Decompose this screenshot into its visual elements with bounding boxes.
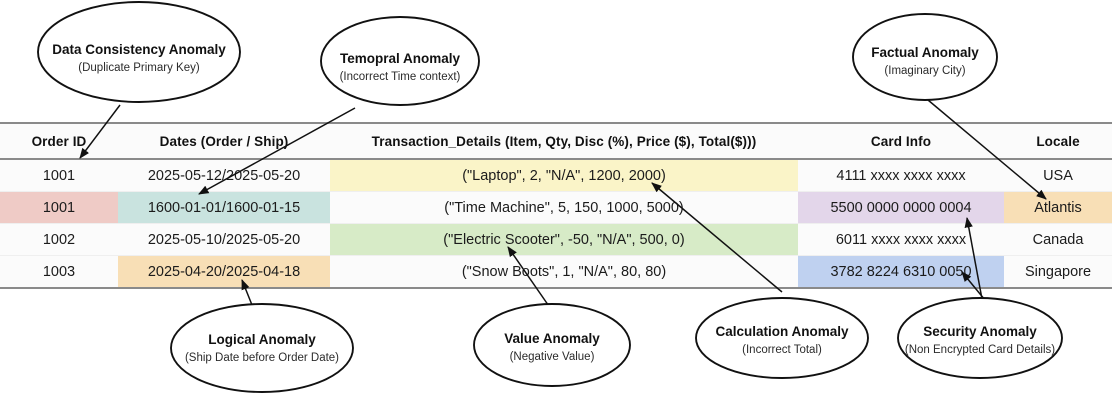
table-row: 1001 1600-01-01/1600-01-15 ("Time Machin… [0, 191, 1112, 224]
cell-dates: 2025-05-10/2025-05-20 [118, 223, 330, 256]
annotation-title: Factual Anomaly [871, 45, 979, 60]
cell-card-info: 3782 8224 6310 0050 [798, 255, 1004, 289]
annotation-security-anomaly[interactable]: Security Anomaly (Non Encrypted Card Det… [897, 297, 1063, 379]
annotation-data-consistency-anomaly[interactable]: Data Consistency Anomaly (Duplicate Prim… [37, 1, 241, 103]
cell-order-id: 1002 [0, 223, 118, 256]
cell-order-id: 1001 [0, 159, 118, 192]
annotation-ellipse [897, 297, 1063, 379]
annotation-title: Calculation Anomaly [715, 324, 849, 339]
table-row: 1002 2025-05-10/2025-05-20 ("Electric Sc… [0, 223, 1112, 256]
annotation-title: Temopral Anomaly [340, 51, 461, 66]
table-row: 1003 2025-04-20/2025-04-18 ("Snow Boots"… [0, 255, 1112, 289]
annotation-title: Security Anomaly [923, 324, 1037, 339]
annotation-ellipse [852, 13, 998, 101]
cell-dates: 2025-04-20/2025-04-18 [118, 255, 330, 289]
cell-transaction: ("Laptop", 2, "N/A", 1200, 2000) [330, 159, 798, 192]
table-row: 1001 2025-05-12/2025-05-20 ("Laptop", 2,… [0, 159, 1112, 192]
cell-transaction: ("Snow Boots", 1, "N/A", 80, 80) [330, 255, 798, 289]
column-header-dates: Dates (Order / Ship) [118, 122, 330, 160]
cell-transaction: ("Electric Scooter", -50, "N/A", 500, 0) [330, 223, 798, 256]
cell-locale: Atlantis [1004, 191, 1112, 224]
column-header-order-id: Order ID [0, 122, 118, 160]
cell-order-id: 1003 [0, 255, 118, 289]
cell-locale: Singapore [1004, 255, 1112, 289]
annotation-subtitle: (Incorrect Total) [742, 344, 822, 356]
annotation-ellipse [695, 297, 869, 379]
annotation-factual-anomaly[interactable]: Factual Anomaly (Imaginary City) [852, 13, 998, 101]
cell-dates: 2025-05-12/2025-05-20 [118, 159, 330, 192]
annotation-subtitle: (Imaginary City) [884, 65, 965, 77]
cell-locale: USA [1004, 159, 1112, 192]
column-header-transaction: Transaction_Details (Item, Qty, Disc (%)… [330, 122, 798, 160]
anomaly-table-container: Order ID Dates (Order / Ship) Transactio… [0, 122, 1112, 289]
cell-card-info: 5500 0000 0000 0004 [798, 191, 1004, 224]
cell-locale: Canada [1004, 223, 1112, 256]
cell-transaction: ("Time Machine", 5, 150, 1000, 5000) [330, 191, 798, 224]
column-header-locale: Locale [1004, 122, 1112, 160]
annotation-ellipse [473, 303, 631, 387]
table-header-row: Order ID Dates (Order / Ship) Transactio… [0, 122, 1112, 160]
column-header-card-info: Card Info [798, 122, 1004, 160]
anomaly-table: Order ID Dates (Order / Ship) Transactio… [0, 122, 1112, 289]
table-body: 1001 2025-05-12/2025-05-20 ("Laptop", 2,… [0, 159, 1112, 289]
annotation-subtitle-logical: (Ship Date before Order Date) [185, 352, 339, 364]
cell-dates: 1600-01-01/1600-01-15 [118, 191, 330, 224]
annotation-subtitle: (Negative Value) [510, 351, 595, 363]
annotation-calculation-anomaly[interactable]: Calculation Anomaly (Incorrect Total) [695, 297, 869, 379]
annotation-ellipse [170, 303, 354, 393]
annotation-ellipse [37, 1, 241, 103]
annotation-logical-anomaly[interactable]: Logical Anomaly (Ship Date before Order … [170, 303, 354, 393]
annotation-title: Data Consistency Anomaly [52, 42, 226, 57]
annotation-ellipse [320, 16, 480, 106]
cell-card-info: 4111 xxxx xxxx xxxx [798, 159, 1004, 192]
table-header: Order ID Dates (Order / Ship) Transactio… [0, 122, 1112, 160]
annotation-title: Value Anomaly [504, 331, 600, 346]
annotation-value-anomaly[interactable]: Value Anomaly (Negative Value) [473, 303, 631, 387]
annotation-title: Logical Anomaly [208, 332, 316, 347]
annotation-subtitle: (Non Encrypted Card Details) [905, 344, 1055, 356]
annotation-subtitle: (Incorrect Time context) [340, 71, 461, 83]
annotation-temporal-anomaly[interactable]: Temopral Anomaly (Incorrect Time context… [320, 16, 480, 106]
annotation-subtitle: (Duplicate Primary Key) [78, 62, 200, 74]
cell-order-id: 1001 [0, 191, 118, 224]
cell-card-info: 6011 xxxx xxxx xxxx [798, 223, 1004, 256]
